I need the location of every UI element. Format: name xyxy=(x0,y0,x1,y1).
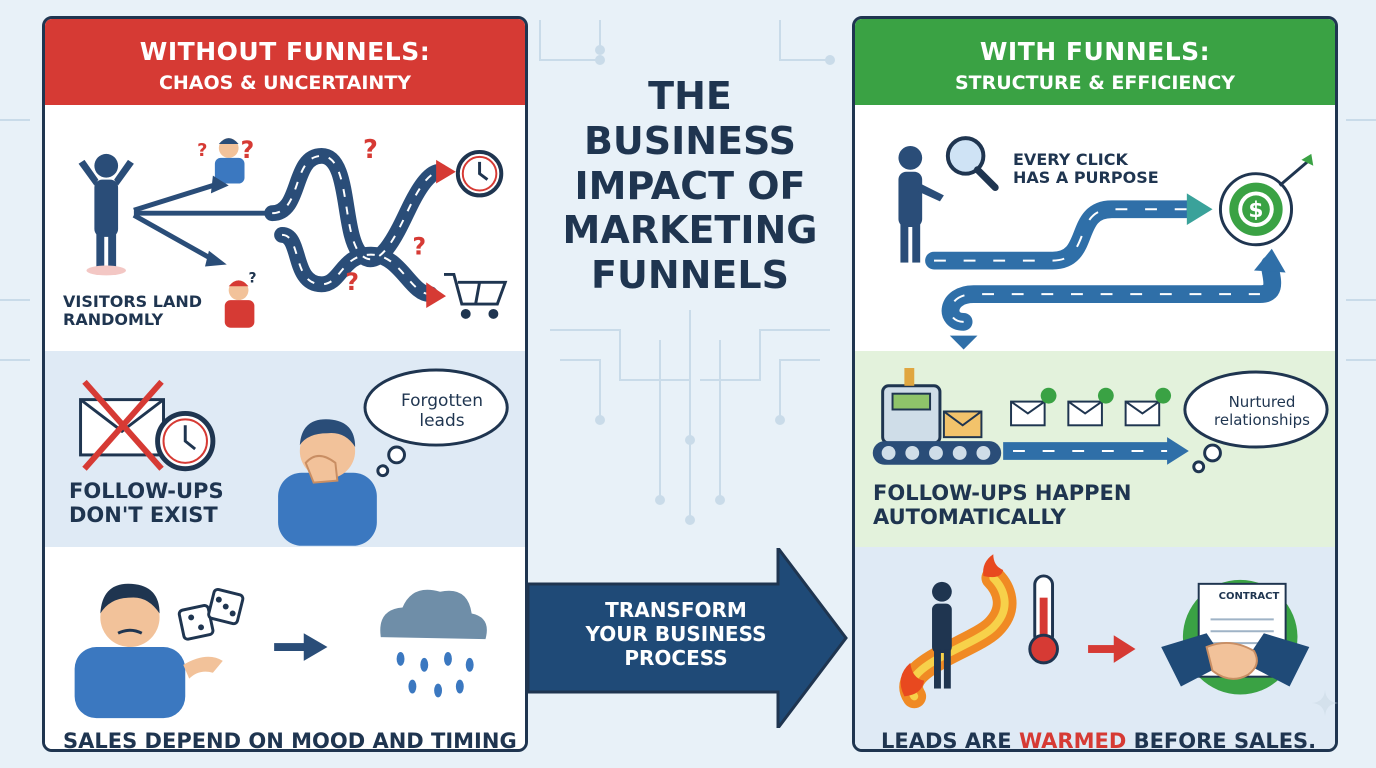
right-arrow-icon xyxy=(274,633,328,661)
frustrated-person-icon xyxy=(74,583,223,719)
caption-line: FOLLOW-UPS HAPPEN xyxy=(873,481,1132,505)
worried-person-icon xyxy=(278,419,377,546)
transform-arrow xyxy=(528,548,848,728)
title-line: THE xyxy=(648,74,732,118)
dollar-sign-icon: $ xyxy=(1248,198,1263,223)
caption-line: FOLLOW-UPS xyxy=(69,479,224,503)
automation-illustration xyxy=(872,368,1329,474)
clock-icon xyxy=(455,149,504,198)
caption-line: HAS A PURPOSE xyxy=(1013,168,1159,188)
caption-line: AUTOMATICALLY xyxy=(873,505,1066,530)
person-question-icon xyxy=(214,138,245,184)
thought-bubble-icon xyxy=(363,368,509,478)
title-line: IMPACT OF xyxy=(574,163,806,208)
automation-caption: FOLLOW-UPS HAPPEN AUTOMATICALLY xyxy=(873,481,1131,529)
visitors-caption: VISITORS LAND RANDOMLY xyxy=(63,292,202,330)
clock-icon xyxy=(155,410,216,472)
followups-caption: FOLLOW-UPS DON'T EXIST xyxy=(69,479,224,527)
chaotic-paths-illustration: ? ? ? xyxy=(78,135,508,328)
magnifier-icon xyxy=(945,136,999,191)
cross-icon xyxy=(82,379,164,471)
without-funnels-panel: WITHOUT FUNNELS: CHAOS & UNCERTAINTY ? ? xyxy=(42,16,528,752)
arrow-line: YOUR BUSINESS xyxy=(585,622,767,646)
nurtured-text: Nurtured relationships xyxy=(1199,393,1325,429)
sales-section: SALES DEPEND ON MOOD AND TIMING xyxy=(45,547,525,752)
arrow-line: PROCESS xyxy=(624,646,728,670)
title-line: BUSINESS xyxy=(583,118,797,163)
bubble-line: Forgotten xyxy=(400,391,484,411)
with-funnels-header: WITH FUNNELS: STRUCTURE & EFFICIENCY xyxy=(855,19,1335,105)
envelope-icon xyxy=(942,410,983,439)
fire-path-icon xyxy=(899,554,1017,709)
without-funnels-header: WITHOUT FUNNELS: CHAOS & UNCERTAINTY xyxy=(45,19,525,105)
confused-person-icon xyxy=(78,153,134,269)
sales-caption: SALES DEPEND ON MOOD AND TIMING xyxy=(63,729,517,752)
panel-subtitle: STRUCTURE & EFFICIENCY xyxy=(954,72,1236,94)
person-icon xyxy=(932,581,952,689)
broken-cart-icon xyxy=(444,272,508,306)
machine-icon xyxy=(881,368,942,445)
conveyor-icon xyxy=(872,441,1002,465)
svg-text:?: ? xyxy=(345,268,359,296)
caption-line: VISITORS LAND xyxy=(63,292,202,311)
contract-label: CONTRACT xyxy=(1218,591,1280,602)
title-line: FUNNELS xyxy=(591,253,789,298)
every-click-caption: EVERY CLICK HAS A PURPOSE xyxy=(1013,150,1159,188)
main-title: THE BUSINESS IMPACT OF MARKETING FUNNELS xyxy=(540,74,840,298)
svg-text:?: ? xyxy=(363,135,378,165)
warmed-highlight: WARMED xyxy=(1018,729,1127,752)
thermometer-icon xyxy=(1028,574,1059,665)
bubble-line: relationships xyxy=(1214,411,1310,429)
bubble-line: leads xyxy=(419,411,465,432)
svg-text:?: ? xyxy=(412,233,426,261)
handshake-icon xyxy=(1161,633,1310,687)
followups-section: FOLLOW-UPS DON'T EXIST Forgotten leads xyxy=(45,351,525,547)
person-question-icon xyxy=(224,280,255,328)
caption-line: RANDOMLY xyxy=(63,310,164,330)
sent-email-icon xyxy=(1010,387,1172,427)
transform-text: TRANSFORM YOUR BUSINESS PROCESS xyxy=(566,598,786,670)
caption-line: DON'T EXIST xyxy=(69,503,218,528)
visitors-section: ? ? ? xyxy=(45,105,525,351)
person-icon xyxy=(898,146,944,263)
svg-text:?: ? xyxy=(248,270,256,286)
warmed-after: BEFORE SALES. xyxy=(1126,729,1317,752)
caption-line: EVERY CLICK xyxy=(1013,150,1128,169)
title-line: MARKETING xyxy=(562,208,818,253)
panel-subtitle: CHAOS & UNCERTAINTY xyxy=(158,72,412,94)
automation-section: FOLLOW-UPS HAPPEN AUTOMATICALLY Nurtured… xyxy=(855,351,1335,547)
svg-text:?: ? xyxy=(241,136,255,164)
svg-text:?: ? xyxy=(197,141,207,161)
thought-bubble-icon xyxy=(1183,370,1329,474)
every-click-section: $ EVERY CLICK HAS A PURPOSE xyxy=(855,105,1335,351)
target-icon xyxy=(1218,153,1314,247)
warmed-before: LEADS ARE xyxy=(881,729,1019,752)
warmed-caption: LEADS ARE WARMED BEFORE SALES. xyxy=(881,729,1317,752)
rain-cloud-icon xyxy=(380,589,487,698)
sparkle-icon xyxy=(1312,690,1338,716)
right-arrow-icon xyxy=(1088,635,1136,663)
directed-path-illustration: $ xyxy=(898,136,1314,350)
panel-title: WITH FUNNELS: xyxy=(979,37,1211,66)
bubble-line: Nurtured xyxy=(1228,393,1296,411)
warmed-leads-section: CONTRACT LEADS ARE WARMED BEFORE SALES. xyxy=(855,547,1335,752)
no-followups-illustration xyxy=(79,368,509,546)
mood-timing-illustration xyxy=(74,583,487,719)
panel-title: WITHOUT FUNNELS: xyxy=(139,37,431,66)
warmed-leads-illustration xyxy=(899,554,1310,709)
with-funnels-panel: WITH FUNNELS: STRUCTURE & EFFICIENCY xyxy=(852,16,1338,752)
arrow-line: TRANSFORM xyxy=(605,598,747,622)
forgotten-leads-text: Forgotten leads xyxy=(383,391,501,432)
